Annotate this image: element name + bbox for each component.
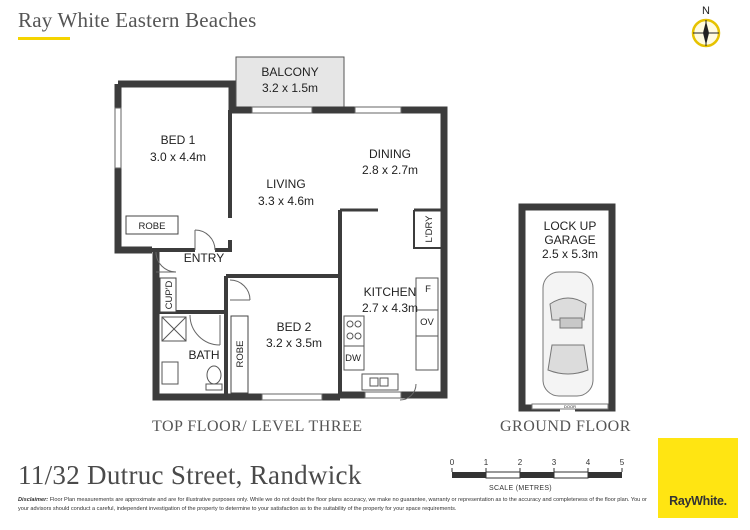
garage-dims: 2.5 x 5.3m bbox=[542, 247, 598, 261]
property-address: 11/32 Dutruc Street, Randwick bbox=[18, 460, 362, 490]
scale-tick-label: 1 bbox=[484, 458, 489, 467]
bed1-robe-label: ROBE bbox=[139, 221, 166, 232]
garage-name-line1: LOCK UP bbox=[544, 219, 597, 233]
scale-tick-label: 2 bbox=[518, 458, 523, 467]
living-name: LIVING bbox=[266, 177, 305, 191]
bed2-robe bbox=[230, 315, 249, 394]
brand-underline bbox=[18, 37, 70, 40]
dining-name: DINING bbox=[369, 147, 411, 161]
scale-tick-label: 0 bbox=[450, 458, 455, 467]
door-swings bbox=[155, 229, 417, 401]
balcony-area bbox=[235, 56, 345, 110]
dishwasher-label: DW bbox=[345, 353, 361, 364]
balcony-dims: 3.2 x 1.5m bbox=[262, 81, 318, 95]
bed2-dims: 3.2 x 3.5m bbox=[266, 336, 322, 350]
top-floor-caption: TOP FLOOR/ LEVEL THREE bbox=[152, 418, 363, 435]
kitchen-units bbox=[343, 277, 439, 391]
disclaimer: Disclaimer: Floor Plan measurements are … bbox=[18, 496, 648, 513]
agency-name: Ray White Eastern Beaches bbox=[18, 8, 257, 32]
bed2-robe-label: ROBE bbox=[235, 341, 246, 368]
cupboard-label: CUP'D bbox=[164, 280, 175, 309]
bed1-name: BED 1 bbox=[161, 133, 196, 147]
garage-name-line2: GARAGE bbox=[544, 233, 595, 247]
scale-title: SCALE (METRES) bbox=[489, 485, 552, 492]
kitchen-name: KITCHEN bbox=[364, 285, 417, 299]
apartment-outline bbox=[114, 80, 448, 401]
oven-label: OV bbox=[420, 317, 434, 328]
bed2-name: BED 2 bbox=[277, 320, 312, 334]
raywhite-logo-text: RayWhite. bbox=[669, 494, 727, 508]
entry-label: ENTRY bbox=[184, 251, 224, 265]
kitchen-dims: 2.7 x 4.3m bbox=[362, 301, 418, 315]
bath-fixtures bbox=[161, 316, 223, 391]
raywhite-logo: RayWhite. bbox=[658, 438, 738, 518]
fridge-label: F bbox=[425, 284, 431, 295]
living-dims: 3.3 x 4.6m bbox=[258, 194, 314, 208]
garage-outline bbox=[518, 203, 616, 412]
balcony-name: BALCONY bbox=[261, 65, 318, 79]
ground-floor-caption: GROUND FLOOR bbox=[500, 418, 631, 435]
garage-door-label: DOOR bbox=[564, 404, 576, 409]
laundry-label: L'DRY bbox=[424, 215, 435, 243]
bed1-dims: 3.0 x 4.4m bbox=[150, 150, 206, 164]
scale-tick-label: 3 bbox=[552, 458, 557, 467]
scale-tick-label: 4 bbox=[586, 458, 591, 467]
dining-dims: 2.8 x 2.7m bbox=[362, 163, 418, 177]
compass-north-label: N bbox=[702, 5, 710, 17]
bath-label: BATH bbox=[188, 348, 219, 362]
car-icon bbox=[542, 271, 594, 397]
scale-bar: 0 1 2 3 4 5 bbox=[450, 458, 625, 479]
windows bbox=[114, 106, 402, 401]
cupboard bbox=[159, 277, 177, 313]
disclaimer-label: Disclaimer: bbox=[18, 497, 49, 503]
disclaimer-text: Floor Plan measurements are approximate … bbox=[18, 497, 647, 512]
scale-tick-label: 5 bbox=[620, 458, 625, 467]
bed1-robe bbox=[125, 215, 179, 235]
compass-icon: N bbox=[691, 5, 721, 48]
